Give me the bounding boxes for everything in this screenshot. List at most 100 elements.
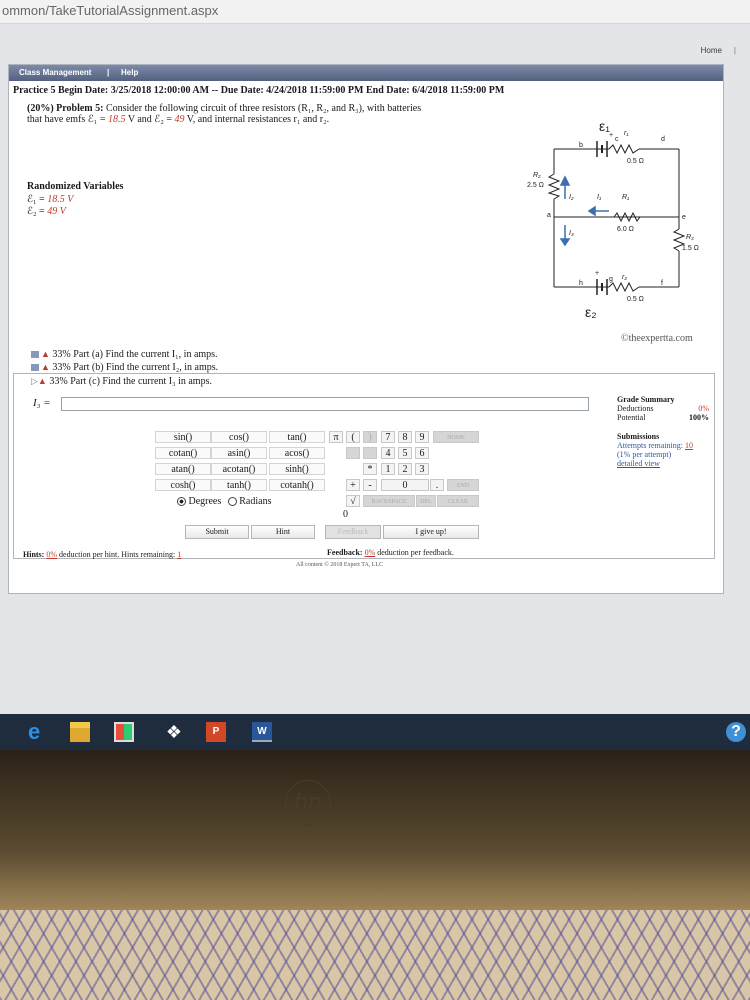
feedback-line: Feedback: 0% deduction per feedback. bbox=[327, 548, 454, 557]
key-9[interactable]: 9 bbox=[415, 431, 429, 443]
file-explorer-icon[interactable] bbox=[70, 722, 90, 742]
key-5[interactable]: 5 bbox=[398, 447, 412, 459]
detailed-view-link[interactable]: detailed view bbox=[617, 459, 660, 468]
help-circle-icon[interactable]: ? bbox=[726, 722, 746, 742]
label-r1-val: 0.5 Ω bbox=[627, 158, 644, 165]
degrees-radio[interactable] bbox=[177, 497, 186, 507]
clear-key[interactable]: CLEAR bbox=[437, 495, 479, 507]
warning-icon: ▲ bbox=[41, 362, 50, 372]
part-a[interactable]: ▲ 33% Part (a) Find the current I₁, in a… bbox=[31, 349, 218, 360]
problem-line1: Consider the following circuit of three … bbox=[105, 103, 422, 114]
dropbox-icon[interactable]: ❖ bbox=[165, 722, 183, 742]
label-R3: R₃ bbox=[686, 234, 694, 241]
tanh-button[interactable]: tanh() bbox=[211, 479, 267, 491]
acos-button[interactable]: acos() bbox=[269, 447, 325, 459]
class-management-link[interactable]: Class Management bbox=[19, 68, 92, 77]
plus-button[interactable]: + bbox=[346, 479, 360, 491]
key-1[interactable]: 1 bbox=[381, 463, 395, 475]
cosh-button[interactable]: cosh() bbox=[155, 479, 211, 491]
blank-key bbox=[346, 447, 360, 459]
deductions-label: Deductions bbox=[617, 404, 654, 413]
cos-button[interactable]: cos() bbox=[211, 431, 267, 443]
problem-prefix: (20%) Problem 5: bbox=[27, 103, 104, 114]
label-e2: ε₂ bbox=[585, 304, 597, 320]
key-6[interactable]: 6 bbox=[415, 447, 429, 459]
cotanh-button[interactable]: cotanh() bbox=[269, 479, 325, 491]
hints-label: Hints: bbox=[23, 550, 45, 559]
grade-summary-title: Grade Summary bbox=[617, 395, 675, 404]
hints-remaining: 1 bbox=[177, 550, 182, 559]
random-var-e2-label: ℰ₂ = bbox=[27, 206, 48, 217]
edge-icon[interactable]: e bbox=[28, 719, 41, 744]
sin-button[interactable]: sin() bbox=[155, 431, 211, 443]
label-I1: I₁ bbox=[597, 194, 602, 201]
store-icon[interactable] bbox=[114, 722, 134, 742]
key-4[interactable]: 4 bbox=[381, 447, 395, 459]
key-0[interactable]: 0 bbox=[381, 479, 429, 491]
close-paren-button[interactable]: ) bbox=[363, 431, 377, 443]
backspace-key[interactable]: BACKSPACE bbox=[363, 495, 415, 507]
answer-label: I₃ = bbox=[33, 397, 51, 409]
random-var-e1-value: 18.5 V bbox=[47, 194, 74, 205]
pi-button[interactable]: π bbox=[329, 431, 343, 443]
home-separator: | bbox=[733, 46, 736, 55]
give-up-button[interactable]: I give up! bbox=[383, 525, 479, 539]
node-h: h bbox=[579, 280, 583, 287]
circuit-diagram: ε₁ + b c d r₁ 0.5 Ω R₂ 2.5 Ω I₂ I₁ R₁ 6.… bbox=[527, 118, 699, 320]
powerpoint-icon[interactable]: P bbox=[206, 722, 226, 742]
deductions-value: 0% bbox=[698, 404, 709, 413]
multiply-button[interactable]: * bbox=[363, 463, 377, 475]
browser-url-bar[interactable]: ommon/TakeTutorialAssignment.aspx bbox=[0, 0, 750, 24]
cotan-button[interactable]: cotan() bbox=[155, 447, 211, 459]
submit-button[interactable]: Submit bbox=[185, 525, 249, 539]
feedback-button[interactable]: Feedback bbox=[325, 525, 381, 539]
problem-line2a: that have emfs ℰ₁ = bbox=[27, 114, 108, 125]
degrees-label: Degrees bbox=[188, 496, 222, 507]
asin-button[interactable]: asin() bbox=[211, 447, 267, 459]
minus-button[interactable]: - bbox=[363, 479, 377, 491]
answer-input[interactable] bbox=[61, 397, 589, 411]
atan-button[interactable]: atan() bbox=[155, 463, 211, 475]
label-R1-val: 6.0 Ω bbox=[617, 226, 634, 233]
part-b-label: Part (b) bbox=[73, 362, 104, 373]
label-R1: R₁ bbox=[622, 194, 630, 201]
node-a: a bbox=[547, 212, 551, 219]
radians-radio[interactable] bbox=[227, 497, 237, 507]
key-7[interactable]: 7 bbox=[381, 431, 395, 443]
randomized-variables-title: Randomized Variables bbox=[27, 181, 124, 192]
expand-arrow-icon: ▷ bbox=[31, 376, 38, 386]
hp-logo: hp bbox=[285, 780, 331, 826]
word-icon[interactable]: W bbox=[252, 722, 272, 742]
key-8[interactable]: 8 bbox=[398, 431, 412, 443]
label-R2-val: 2.5 Ω bbox=[527, 182, 544, 189]
label-R3-val: 1.5 Ω bbox=[682, 245, 699, 252]
key-2[interactable]: 2 bbox=[398, 463, 412, 475]
open-paren-button[interactable]: ( bbox=[346, 431, 360, 443]
label-e1: ε₁ bbox=[599, 118, 610, 134]
feedback-pct: 0% bbox=[364, 548, 376, 557]
dot-button[interactable]: . bbox=[430, 479, 444, 491]
node-e: e bbox=[682, 214, 686, 221]
sinh-button[interactable]: sinh() bbox=[269, 463, 325, 475]
tan-button[interactable]: tan() bbox=[269, 431, 325, 443]
random-var-e1-label: ℰ₁ = bbox=[27, 194, 48, 205]
hint-button[interactable]: Hint bbox=[251, 525, 315, 539]
home-key[interactable]: HOME bbox=[433, 431, 479, 443]
part-c[interactable]: ▷▲ 33% Part (c) Find the current I₃ in a… bbox=[31, 376, 212, 387]
warning-icon: ▲ bbox=[37, 376, 47, 386]
help-link[interactable]: Help bbox=[121, 68, 139, 77]
copyright-text: ©theexpertta.com bbox=[621, 333, 693, 344]
part-b[interactable]: ▲ 33% Part (b) Find the current I₂, in a… bbox=[31, 362, 218, 373]
problem-e1: 18.5 bbox=[108, 114, 126, 125]
end-key[interactable]: END bbox=[447, 479, 479, 491]
key-3[interactable]: 3 bbox=[415, 463, 429, 475]
node-d: d bbox=[661, 136, 665, 143]
page: Home | Class Management | Help Practice … bbox=[0, 24, 750, 714]
label-R2: R₂ bbox=[533, 172, 541, 179]
label-I3: I₃ bbox=[569, 230, 574, 237]
home-link[interactable]: Home bbox=[700, 46, 722, 55]
del-key[interactable]: DEL bbox=[416, 495, 436, 507]
sqrt-button[interactable]: √ bbox=[346, 495, 360, 507]
part-a-text: Find the current I₁, in amps. bbox=[105, 349, 218, 360]
acotan-button[interactable]: acotan() bbox=[211, 463, 267, 475]
